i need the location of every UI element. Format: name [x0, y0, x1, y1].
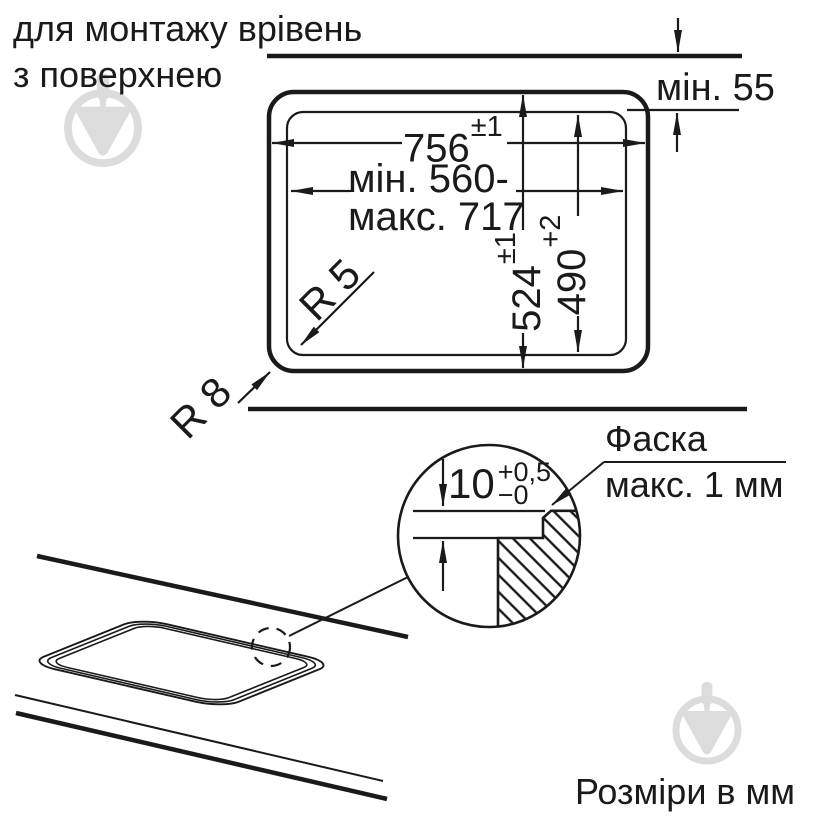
dim-top-clearance: мін. 55 — [656, 67, 775, 109]
dim-outer-width: 756±1 — [403, 111, 503, 171]
dim-cutout-depth: 490+2 — [534, 214, 595, 316]
detail-circle — [396, 443, 582, 629]
page-title-line2: з поверхнею — [13, 54, 223, 95]
detail-callout-circle — [250, 626, 292, 668]
r8-leader-arrow — [237, 371, 271, 404]
page-title-line1: для монтажу врівень — [13, 8, 363, 49]
r5-leader-arrow — [300, 271, 375, 346]
worktop-front-edge-3d — [15, 710, 388, 802]
units-note: Розміри в мм — [575, 771, 796, 812]
watermark-logo-icon — [672, 681, 742, 765]
worktop-back-edge-3d — [36, 553, 409, 640]
recessed-cutout-3d — [28, 618, 335, 708]
chamfer-leader-arrow — [551, 461, 605, 506]
chamfer-label-line1: Фаска — [605, 418, 707, 459]
worktop-section-hatch — [496, 509, 579, 626]
perspective-view — [14, 553, 409, 802]
plan-view — [237, 18, 747, 412]
dim-cutout-width: мін. 560- макс. 717 — [348, 157, 525, 239]
worktop-front-top-edge-3d — [14, 694, 384, 782]
cutout-inner-rect — [285, 110, 628, 357]
detail-leader-line — [288, 576, 409, 637]
chamfer-label-line2: макс. 1 мм — [605, 464, 784, 505]
page-title: для монтажу врівень з поверхнею — [13, 6, 362, 98]
dim-recess-depth: 10 +0,5 −0 — [448, 457, 552, 511]
cutout-outer-rect — [266, 89, 651, 374]
watermark-logo-icon — [64, 73, 142, 167]
